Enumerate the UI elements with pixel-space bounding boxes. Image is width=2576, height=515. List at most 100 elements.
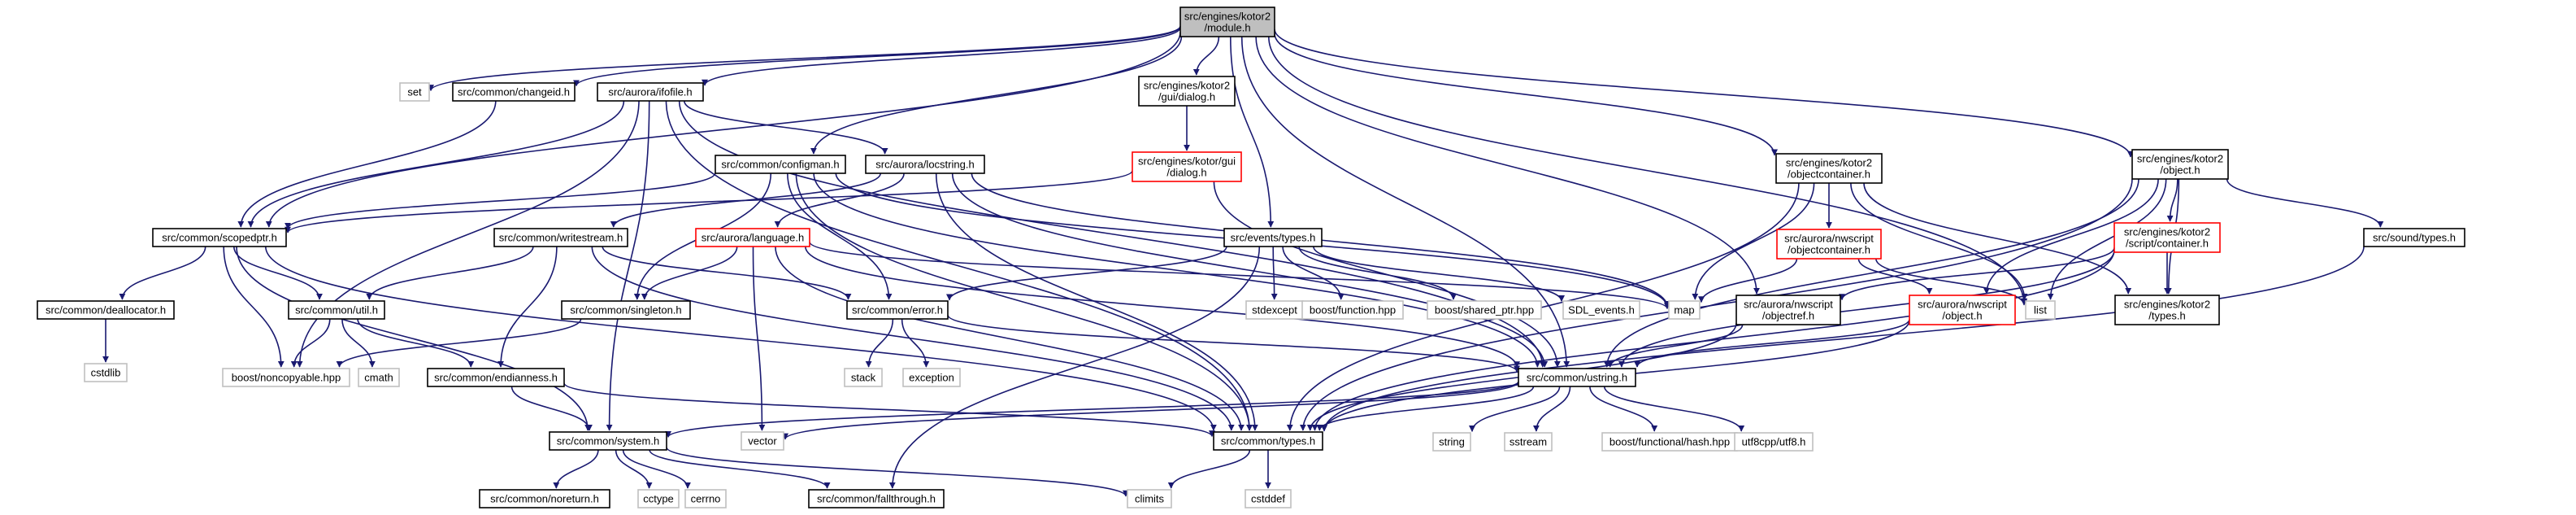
node-ustring[interactable]: src/common/ustring.h	[1518, 368, 1636, 387]
node-label-soundtypes-0: src/sound/types.h	[2373, 232, 2456, 244]
edge-scriptcontainer-to-commontypes	[1311, 249, 2115, 431]
edge-root-to-configman	[810, 36, 1183, 155]
node-label-stack-0: stack	[851, 372, 876, 384]
node-label-fallthrough-0: src/common/fallthrough.h	[817, 493, 936, 505]
edge-root-to-scopedptr	[265, 32, 1181, 228]
node-label-sstream-0: sstream	[1510, 436, 1547, 448]
node-label-scopedptr-0: src/common/scopedptr.h	[162, 232, 277, 244]
node-label-locstring-0: src/aurora/locstring.h	[875, 159, 974, 171]
node-label-scriptcontainer-1: /script/container.h	[2126, 238, 2209, 250]
node-system[interactable]: src/common/system.h	[549, 431, 667, 451]
node-nwsobject[interactable]: src/aurora/nwscript/object.h	[1909, 295, 2016, 325]
node-label-boostnoncopy-0: boost/noncopyable.hpp	[232, 372, 341, 384]
node-label-writestream-0: src/common/writestream.h	[499, 232, 623, 244]
node-writestream[interactable]: src/common/writestream.h	[493, 228, 628, 247]
edge-singleton-to-boostnoncopy	[336, 318, 582, 368]
edge-scopedptr-to-boostnoncopy	[223, 246, 285, 368]
node-cstddef: cstddef	[1245, 489, 1292, 508]
edge-util-to-endianness	[357, 318, 475, 368]
node-configman[interactable]: src/common/configman.h	[715, 155, 846, 174]
node-endianness[interactable]: src/common/endianness.h	[427, 368, 565, 387]
node-label-objcontainer-0: src/engines/kotor2	[1786, 157, 1872, 169]
edge-writestream-to-error	[602, 246, 852, 300]
edge-changeid-to-scopedptr	[237, 100, 497, 228]
node-singleton[interactable]: src/common/singleton.h	[561, 300, 691, 320]
node-boostfunction: boost/function.hpp	[1301, 300, 1404, 320]
node-box-eventstypes	[1223, 228, 1323, 247]
edge-locstring-to-language	[774, 172, 905, 228]
node-box-utf8	[1734, 432, 1814, 452]
node-box-ifofile	[597, 82, 704, 102]
node-label-cstdlib-0: cstdlib	[91, 367, 121, 379]
node-label-climits-0: climits	[1135, 493, 1165, 505]
node-label-nwsobject-1: /object.h	[1942, 310, 1982, 322]
edge-root-to-list	[1268, 36, 2027, 305]
node-box-fallthrough	[808, 489, 945, 508]
node-commontypes[interactable]: src/common/types.h	[1213, 431, 1323, 451]
edge-scopedptr-to-commontypes	[265, 246, 1217, 431]
node-fallthrough[interactable]: src/common/fallthrough.h	[808, 489, 945, 508]
node-label-endianness-0: src/common/endianness.h	[434, 372, 558, 384]
node-kotor2types[interactable]: src/engines/kotor2/types.h	[2114, 295, 2220, 325]
node-eventstypes[interactable]: src/events/types.h	[1223, 228, 1323, 247]
node-label-noreturn-0: src/common/noreturn.h	[490, 493, 599, 505]
edge-eventstypes-to-sdlevents	[1313, 246, 1565, 302]
edge-language-to-map	[809, 242, 1670, 310]
node-box-stack	[844, 368, 883, 387]
edge-configman-to-commontypes	[795, 172, 1253, 431]
node-ifofile[interactable]: src/aurora/ifofile.h	[597, 82, 704, 102]
node-label-string-0: string	[1439, 436, 1465, 448]
edge-ustring-to-string	[1469, 386, 1561, 432]
node-box-object	[2131, 149, 2229, 180]
node-box-kotor2types	[2114, 295, 2220, 325]
node-nwsobjcontainer[interactable]: src/aurora/nwscript/objectcontainer.h	[1776, 229, 1882, 260]
node-label-changeid-0: src/common/changeid.h	[458, 86, 570, 98]
node-root[interactable]: src/engines/kotor2/module.h	[1179, 7, 1275, 37]
node-label-stdexcept-0: stdexcept	[1252, 304, 1297, 316]
node-box-error	[846, 300, 949, 320]
node-label-map-0: map	[1674, 304, 1694, 316]
node-label-list-0: list	[2034, 304, 2047, 316]
edge-objcontainer-to-map	[1692, 182, 1815, 300]
edge-scriptcontainer-to-objectref	[1839, 247, 2115, 301]
node-scopedptr[interactable]: src/common/scopedptr.h	[152, 228, 287, 247]
edge-object-to-ustring	[1603, 178, 2139, 368]
node-box-changeid	[452, 82, 576, 102]
edge-nwsobjcontainer-to-nwsobject	[1857, 258, 1933, 295]
node-sstream: sstream	[1504, 432, 1553, 452]
node-scriptcontainer[interactable]: src/engines/kotor2/script/container.h	[2113, 222, 2221, 253]
node-locstring[interactable]: src/aurora/locstring.h	[865, 155, 985, 174]
node-util[interactable]: src/common/util.h	[288, 300, 385, 320]
node-kotorgui[interactable]: src/engines/kotor/gui/dialog.h	[1132, 151, 1242, 182]
node-label-kotorgui-0: src/engines/kotor/gui	[1138, 155, 1236, 168]
node-soundtypes[interactable]: src/sound/types.h	[2363, 228, 2465, 247]
node-label-nwsobjcontainer-0: src/aurora/nwscript	[1784, 233, 1874, 245]
node-boostshared: boost/shared_ptr.hpp	[1427, 300, 1542, 320]
node-language[interactable]: src/aurora/language.h	[695, 228, 810, 247]
node-box-sstream	[1504, 432, 1553, 452]
node-objectref[interactable]: src/aurora/nwscript/objectref.h	[1735, 295, 1841, 325]
node-box-nwsobject	[1909, 295, 2016, 325]
edge-eventstypes-to-boostfunction	[1282, 246, 1344, 300]
node-label-objectref-1: /objectref.h	[1762, 310, 1814, 322]
node-object[interactable]: src/engines/kotor2/object.h	[2131, 149, 2229, 180]
node-objcontainer[interactable]: src/engines/kotor2/objectcontainer.h	[1775, 153, 1883, 184]
edge-writestream-to-commontypes	[591, 246, 1235, 431]
edge-ifofile-to-locstring	[684, 100, 888, 155]
node-box-nwsobjcontainer	[1776, 229, 1882, 260]
edge-object-to-scriptcontainer	[2166, 178, 2179, 222]
node-changeid[interactable]: src/common/changeid.h	[452, 82, 576, 102]
edge-error-to-exception	[901, 318, 930, 368]
node-guidialog[interactable]: src/engines/kotor2/gui/dialog.h	[1138, 76, 1236, 107]
node-box-boostfunction	[1301, 300, 1404, 320]
node-exception: exception	[902, 368, 961, 387]
node-error[interactable]: src/common/error.h	[846, 300, 949, 320]
node-box-noreturn	[479, 489, 610, 508]
node-cerrno: cerrno	[684, 489, 727, 508]
node-label-ifofile-0: src/aurora/ifofile.h	[608, 86, 692, 98]
node-box-commontypes	[1213, 431, 1323, 451]
node-deallocator[interactable]: src/common/deallocator.h	[37, 300, 175, 320]
edge-object-to-nwsobject	[1983, 178, 2159, 295]
node-noreturn[interactable]: src/common/noreturn.h	[479, 489, 610, 508]
